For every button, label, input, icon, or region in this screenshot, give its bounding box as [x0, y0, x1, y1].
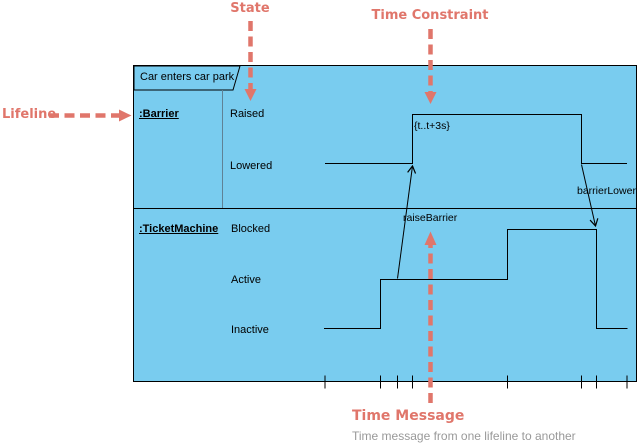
- time-message-annotation-description: Time message from one lifeline to anothe…: [352, 429, 576, 443]
- state-label-blocked: Blocked: [231, 223, 271, 235]
- lifeline-arrowhead-icon: [119, 109, 132, 122]
- state-annotation-label: State: [230, 1, 270, 16]
- frame-label-pentagon: [133, 65, 241, 91]
- state-label-lowered: Lowered: [230, 160, 273, 172]
- barrier-lowered-message-arrow: [581, 164, 599, 228]
- annotation-arrow-lines: [49, 21, 433, 403]
- time-constraint-annotation-label: Time Constraint: [371, 8, 489, 23]
- frame-label: Car enters car park: [140, 71, 235, 83]
- time-constraint-arrowhead-icon: [424, 92, 437, 104]
- barrier-state-timeline: [325, 114, 627, 164]
- message-label-raise-barrier: raiseBarrier: [403, 212, 458, 224]
- ticketmachine-state-timeline: [324, 229, 628, 329]
- state-label-raised: Raised: [230, 108, 265, 120]
- diagram-frame: [133, 65, 637, 382]
- annotation-arrow-heads: [119, 89, 437, 245]
- lifeline-annotation-label: Lifeline: [2, 107, 57, 122]
- lifeline-name-ticketmachine: :TicketMachine: [139, 223, 219, 235]
- lifeline-name-barrier: :Barrier: [139, 108, 179, 120]
- state-label-inactive: Inactive: [231, 324, 269, 336]
- message-label-barrier-lowered: barrierLowered: [577, 185, 636, 197]
- time-message-annotation-label: Time Message: [352, 408, 465, 424]
- time-constraint-value: {t..t+3s}: [414, 120, 450, 132]
- time-ruler-ticks: [324, 375, 628, 389]
- state-label-active: Active: [231, 274, 261, 286]
- state-arrowhead-icon: [244, 89, 257, 101]
- raise-barrier-message-arrow: [397, 164, 417, 279]
- time-message-arrowhead-icon: [424, 231, 437, 245]
